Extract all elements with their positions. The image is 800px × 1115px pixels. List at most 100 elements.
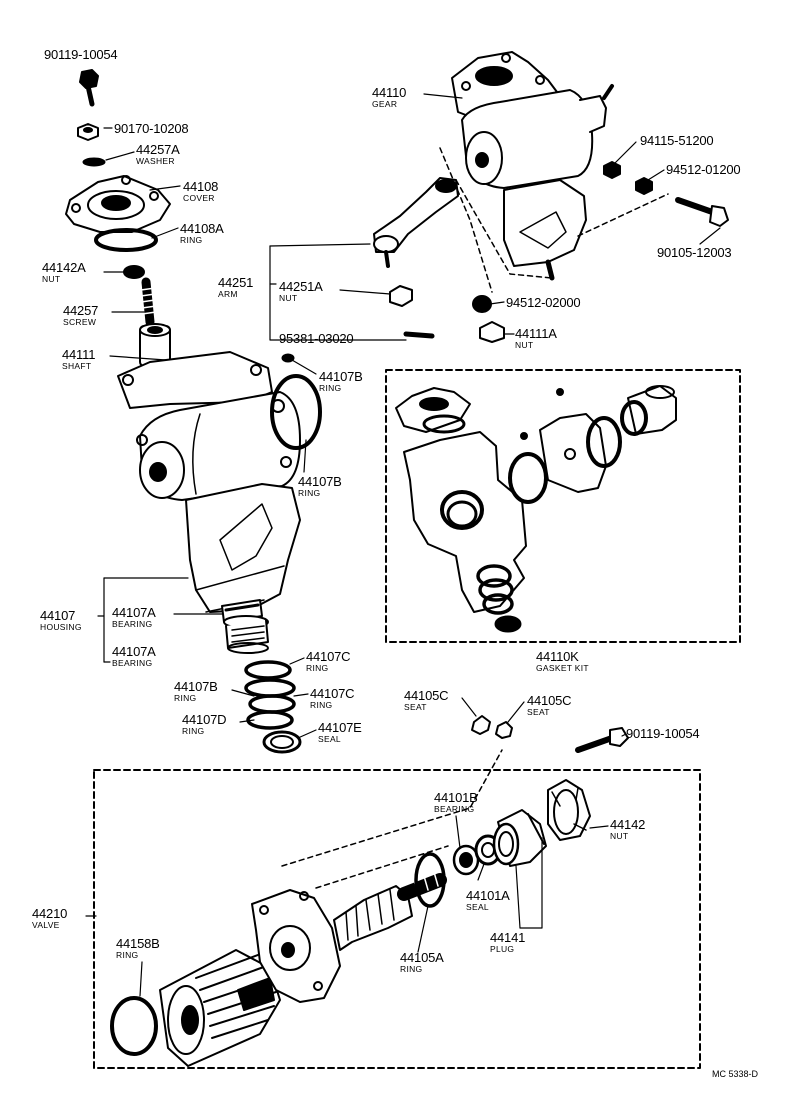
nut-44111a [479,321,505,343]
part-number: 44107B [298,474,342,489]
part-name: BEARING [112,658,153,668]
ring-stack-44107 [244,660,302,754]
nut-94512-02000 [472,295,492,313]
part-number: 44107C [310,686,355,701]
part-number: 44108A [180,221,224,236]
part-name: NUT [279,293,298,303]
callout-90119-10054: 90119-10054 [44,48,118,61]
part-number: 44210 [32,906,68,921]
part-number: 44107A [112,605,156,620]
part-number: 90170-10208 [114,121,189,136]
part-number: 44110K [536,649,579,664]
gear-44110 [451,51,614,281]
callout-90170-10208: 90170-10208 [114,121,189,136]
valve-parts [110,779,591,1067]
gasket-kit-parts [395,385,677,633]
part-number: 44107 [40,608,76,623]
part-number: 44107A [112,644,156,659]
part-number: 44101A [466,888,510,903]
part-name: HOUSING [40,622,82,632]
part-name: RING [116,950,139,960]
dashed-guides-top [439,147,669,293]
bolt-95381 [403,331,435,339]
callout-94115-51200: 94115-51200 [640,133,714,148]
part-name: RING [180,235,203,245]
part-number: 94512-02000 [506,295,581,310]
part-name: SEAL [318,734,341,744]
part-name: BEARING [434,804,475,814]
nut-90170 [77,123,99,141]
ring-44107b-side [270,374,322,450]
part-number: 44257A [136,142,180,157]
part-name: RING [298,488,321,498]
part-number: 44257 [63,303,99,318]
arm-44251 [373,177,459,268]
part-name: SEAL [466,902,489,912]
part-name: NUT [610,831,629,841]
gasket-kit-box [385,369,741,643]
ring-44107b-small [281,353,295,363]
part-name: PLUG [490,944,515,954]
leader-lines [85,93,721,997]
part-number: 95381-03020 [279,331,354,346]
part-number: 44142A [42,260,86,275]
part-name: RING [174,693,197,703]
part-name: COVER [183,193,215,203]
part-number: 44111 [62,347,96,362]
part-name: NUT [42,274,61,284]
part-name: ARM [218,289,238,299]
nut-44142a [123,265,145,279]
part-number: 90119-10054 [626,726,700,741]
ring-44108a [94,228,158,252]
part-number: 44251A [279,279,323,294]
part-number: 90105-12003 [657,245,732,260]
callout-95381-03020: 95381-03020 [279,331,354,346]
part-number: 44251 [218,275,254,290]
nut-44251a [389,285,413,307]
nut-94512-01200 [635,177,653,195]
part-name: WASHER [136,156,175,166]
bolt-90119-valve [575,727,629,753]
part-name: NUT [515,340,534,350]
part-number: 44107B [174,679,218,694]
callout-90119-10054: 90119-10054 [626,726,700,741]
part-name: SHAFT [62,361,92,371]
washer-44257a [82,157,106,167]
part-name: RING [182,726,205,736]
nut-94115 [603,161,621,179]
part-number: 44107D [182,712,227,727]
cover-44108 [65,175,171,233]
part-name: RING [400,964,423,974]
part-number: 44110 [372,85,407,100]
dashed-guides-valve [281,749,503,889]
part-number: 44107C [306,649,351,664]
part-name: GEAR [372,99,398,109]
part-name: RING [310,700,333,710]
bolt-90105 [675,197,729,227]
part-number: 94115-51200 [640,133,714,148]
part-number: 44141 [490,930,526,945]
